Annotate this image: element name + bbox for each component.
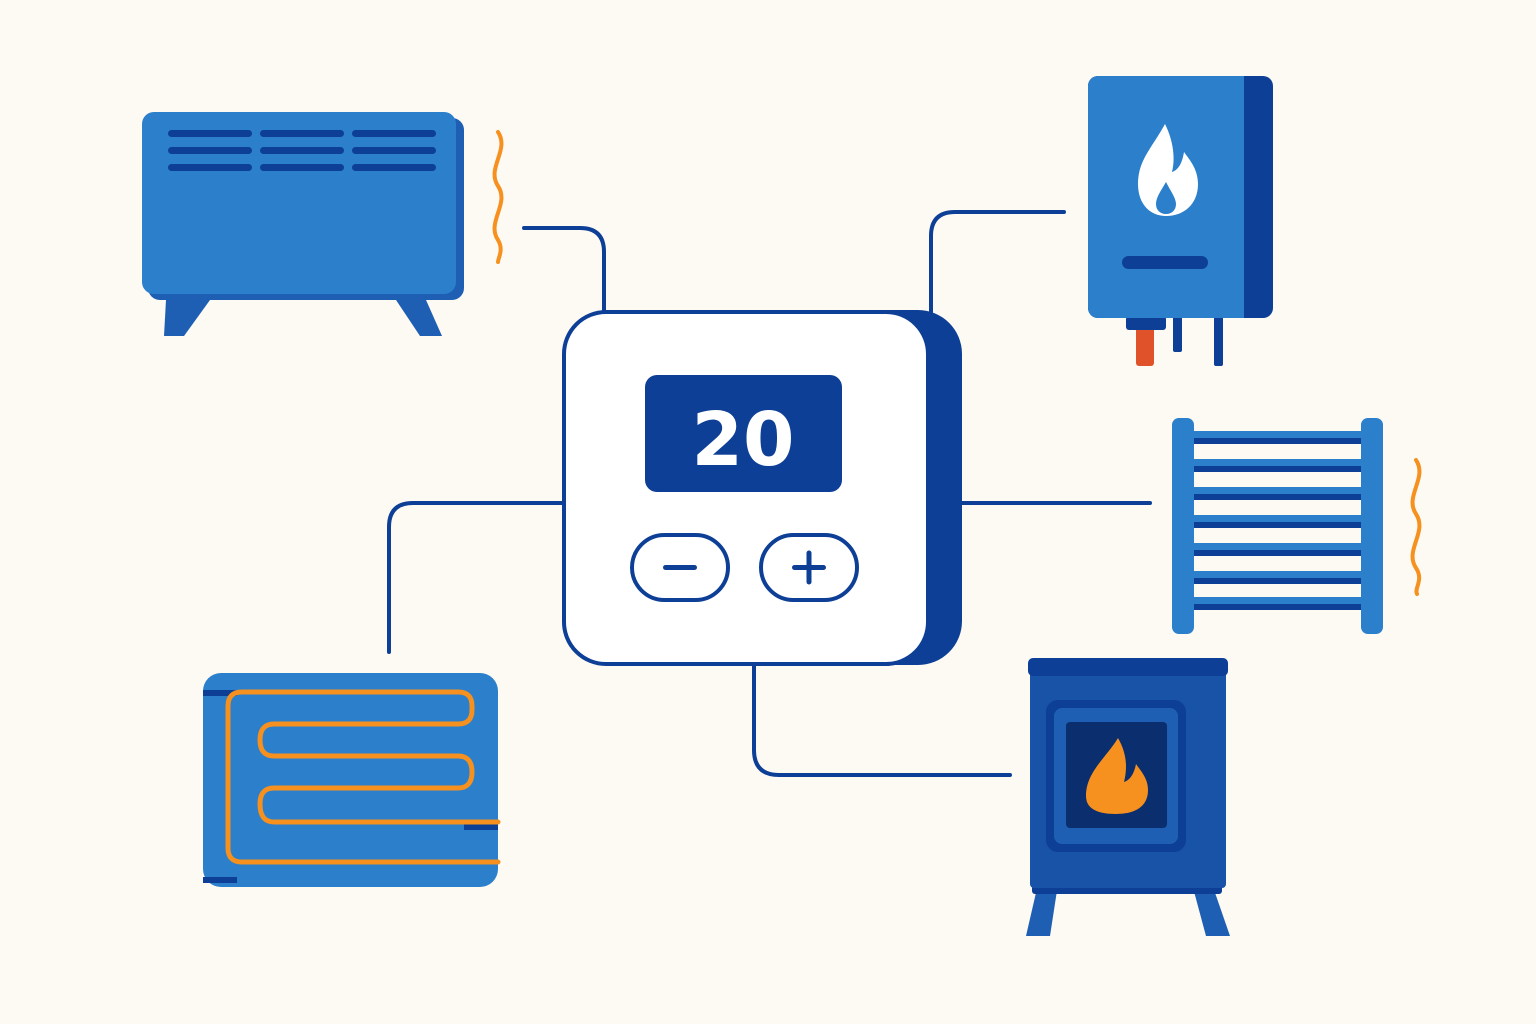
plus-icon (792, 550, 826, 585)
underfloor-heating-icon (203, 673, 501, 887)
wire-to-stove (752, 662, 1012, 777)
thermostat: 20 (562, 310, 962, 666)
decrease-button[interactable] (630, 533, 730, 602)
heat-wave-icon (1410, 458, 1422, 596)
wood-stove-icon (1026, 658, 1230, 936)
convector-heater-icon (142, 112, 464, 336)
gas-boiler-icon (1088, 76, 1273, 366)
temperature-value: 20 (692, 397, 795, 483)
heat-wave-icon (492, 130, 504, 264)
connection-wires (387, 210, 1152, 777)
increase-button[interactable] (759, 533, 859, 602)
wire-to-boiler (929, 210, 1066, 314)
towel-radiator-icon (1172, 418, 1383, 634)
minus-icon (663, 565, 697, 570)
wire-to-underfloor (387, 501, 566, 654)
wire-to-convector (522, 226, 606, 314)
temperature-display (645, 375, 842, 492)
